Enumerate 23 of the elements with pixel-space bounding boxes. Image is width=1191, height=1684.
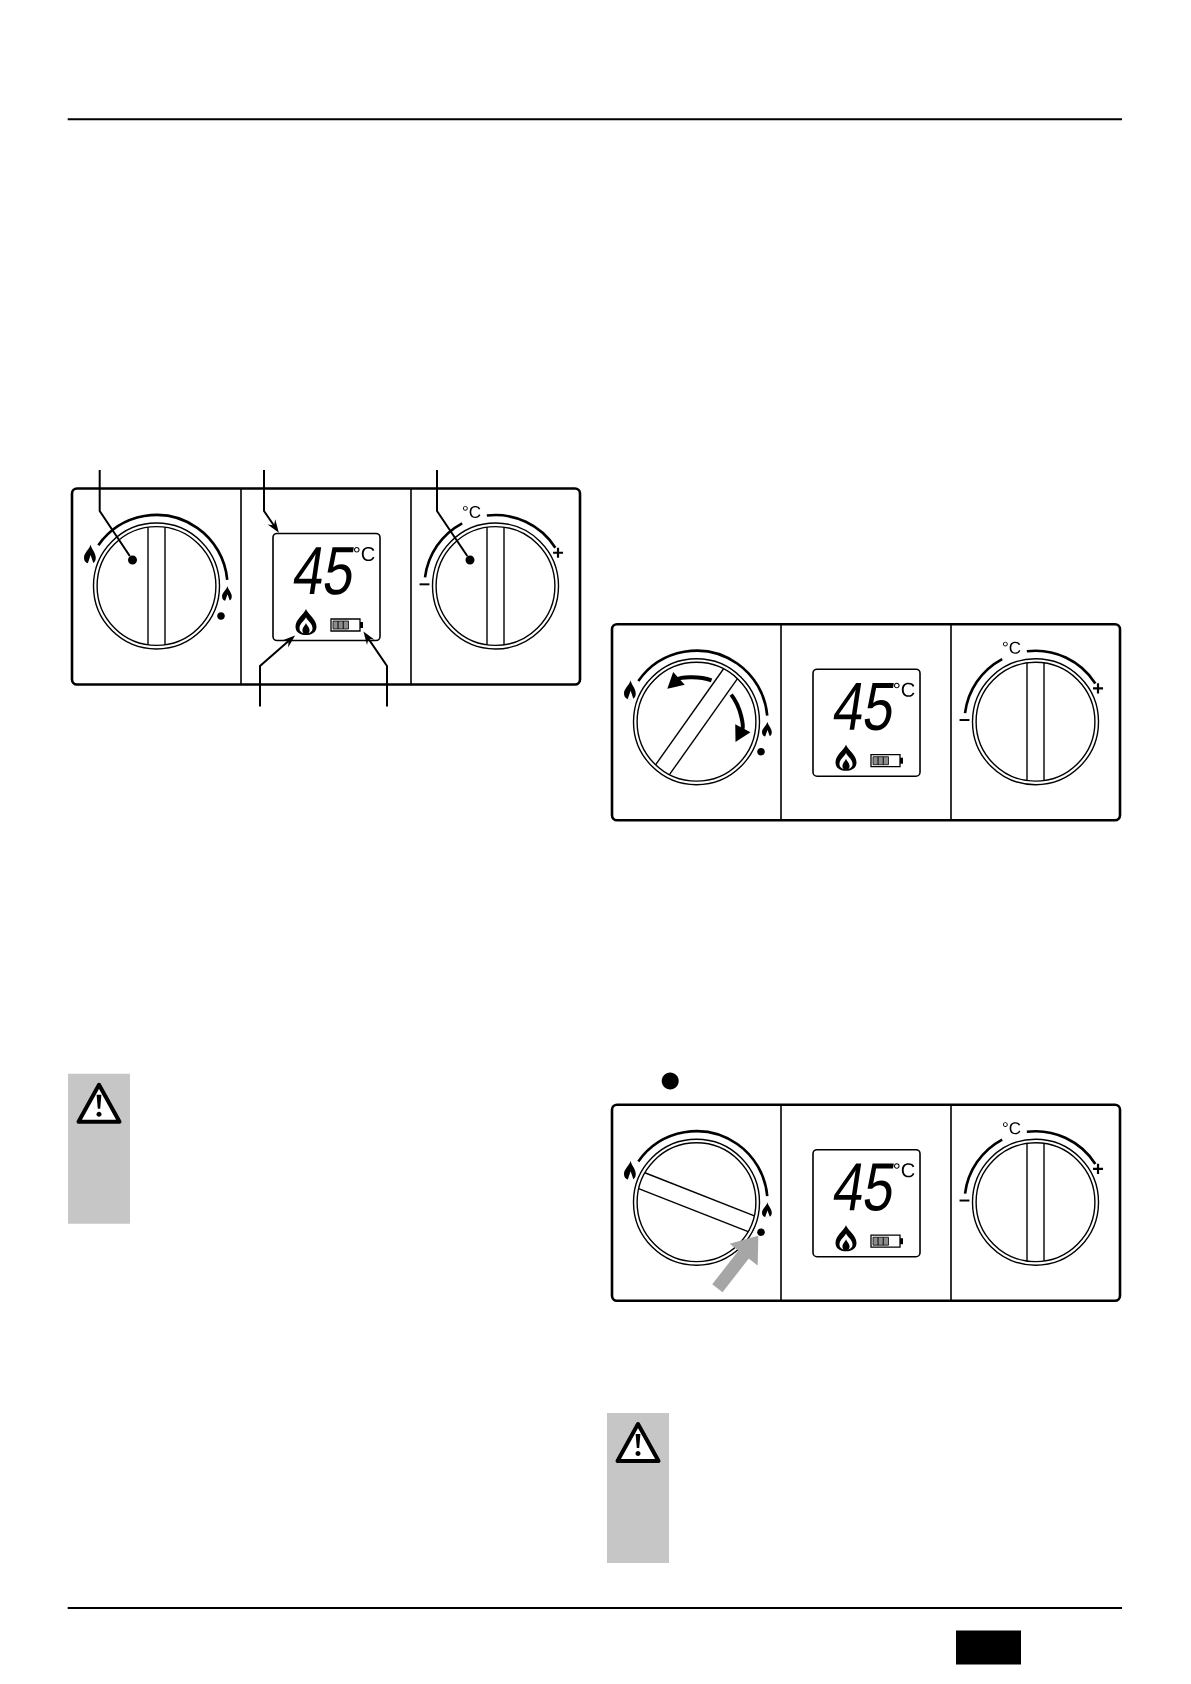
unit-label: °C bbox=[353, 546, 375, 562]
minus-sign: – bbox=[959, 719, 970, 721]
control-knob bbox=[632, 658, 761, 786]
minus-sign: – bbox=[959, 1199, 970, 1202]
unit-label: °C bbox=[893, 682, 915, 697]
leader-line bbox=[98, 469, 131, 557]
unit-label: °C bbox=[1002, 1122, 1021, 1135]
temperature-readout: 45 bbox=[293, 547, 354, 595]
lcd-screen bbox=[812, 668, 921, 777]
unit-label: °C bbox=[1002, 641, 1021, 654]
plus-sign: + bbox=[1093, 683, 1104, 694]
flame-icon bbox=[295, 609, 317, 635]
plus-sign: + bbox=[553, 547, 564, 558]
temperature-readout: 45 bbox=[833, 683, 894, 731]
control-knob bbox=[632, 1138, 761, 1266]
leader-line bbox=[436, 469, 469, 557]
unit-label: °C bbox=[893, 1163, 915, 1178]
battery-icon bbox=[330, 618, 363, 632]
minus-sign: – bbox=[419, 583, 430, 586]
lcd-screen bbox=[812, 1148, 921, 1258]
plus-sign: + bbox=[1093, 1163, 1104, 1174]
unit-label: °C bbox=[462, 506, 481, 518]
temperature-readout: 45 bbox=[833, 1163, 894, 1211]
